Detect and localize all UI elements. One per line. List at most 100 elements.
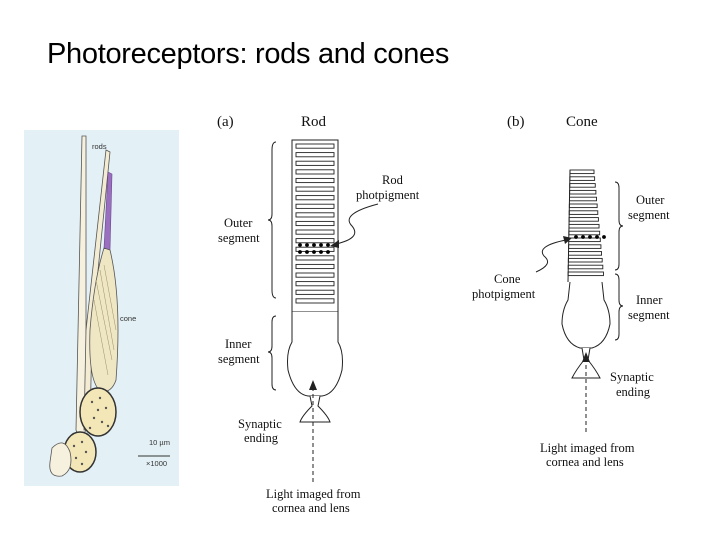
cone-outer-label-2: segment — [628, 208, 670, 222]
rod-outer-segment — [291, 139, 339, 313]
cone-disc — [568, 217, 599, 222]
cone-disc — [569, 176, 596, 181]
cone-pigment-dot — [581, 235, 585, 239]
rod-pigment-dot — [326, 243, 330, 247]
rod-inner-label-1: Inner — [225, 337, 252, 351]
rod-light-label-2: cornea and lens — [272, 501, 350, 515]
rod-pigment-pointer — [335, 203, 379, 245]
cone-pigment-arrowhead — [563, 236, 572, 244]
rod-nucleus-texture — [72, 440, 88, 466]
rod-light-label-1: Light imaged from — [266, 487, 361, 501]
cone-inner-brace — [614, 273, 624, 341]
cone-panel-letter: (b) — [507, 114, 525, 130]
rod-pigment-dot — [298, 250, 302, 254]
photoreceptor-illustration: rods cone 10 µm ×1000 — [24, 130, 179, 486]
rod-disc — [295, 238, 335, 244]
cone-synaptic-label-1: Synaptic — [610, 370, 654, 384]
cone-outer-wall — [567, 169, 571, 283]
slide-title: Photoreceptors: rods and cones — [47, 38, 450, 70]
rod-disc — [295, 169, 335, 175]
cone-inner-label-1: Inner — [636, 293, 663, 307]
rod-inner-brace — [267, 315, 277, 391]
rod-disc — [295, 160, 335, 166]
cone-disc — [567, 264, 604, 270]
cone-striations — [93, 264, 117, 376]
cone-light-label-2: cornea and lens — [546, 455, 624, 469]
cone-photopigment-dots — [574, 235, 606, 239]
cone-nucleus-texture — [88, 396, 110, 430]
cone-synaptic-label-2: ending — [616, 385, 651, 399]
illustration-rods-label: rods — [92, 142, 107, 151]
rod-photopigment-dots — [298, 243, 330, 254]
cone-disc — [569, 183, 596, 188]
cone-disc — [568, 237, 601, 243]
rod-inner-segment — [287, 312, 343, 397]
cone-header: Cone — [566, 114, 598, 130]
rod-synaptic-ending — [299, 395, 331, 423]
illustration-cone-label: cone — [120, 314, 136, 323]
rod-pigment-label-2: photpigment — [356, 188, 420, 202]
rod-disc — [295, 220, 335, 227]
cone-pigment-pointer — [535, 239, 567, 273]
rod-pigment-dot — [312, 243, 316, 247]
synaptic-terminal — [49, 442, 72, 477]
rod-disc — [295, 195, 335, 201]
rod-pigment-dot — [305, 250, 309, 254]
rod-synaptic-label-2: ending — [244, 431, 279, 445]
cone-disc — [569, 196, 597, 202]
cone-outer-label-1: Outer — [636, 193, 665, 207]
cone-disc — [567, 271, 604, 277]
cone-disc — [569, 189, 597, 195]
rod-disc-stack — [295, 143, 335, 304]
rod-pigment-dot — [326, 250, 330, 254]
rod-disc — [295, 272, 335, 278]
rod-disc — [295, 177, 335, 184]
cone-disc — [568, 203, 598, 209]
cone-disc — [568, 210, 599, 215]
rod-pigment-label-1: Rod — [382, 173, 404, 187]
rod-panel-letter: (a) — [217, 114, 234, 130]
rod-disc — [295, 186, 335, 192]
rod-pigment-dot — [305, 243, 309, 247]
cone-synaptic-ending — [571, 347, 601, 379]
rod-disc — [295, 143, 335, 149]
cone-disc — [567, 257, 603, 263]
rod-synaptic-label-1: Synaptic — [238, 417, 282, 431]
cone-pigment-dot — [595, 235, 599, 239]
cone-disc — [568, 244, 602, 249]
rod-disc — [295, 263, 335, 270]
rod-outer-brace — [267, 141, 277, 299]
cone-pigment-dot — [574, 235, 578, 239]
rod-outer-label-1: Outer — [224, 216, 253, 230]
cone-outer-segment — [567, 169, 604, 283]
magnification-label: ×1000 — [146, 459, 167, 468]
rod-pigment-dot — [298, 243, 302, 247]
cone-pigment-label-1: Cone — [494, 272, 521, 286]
rod-disc — [295, 289, 335, 295]
cone-nucleus — [79, 387, 117, 437]
scale-label: 10 µm — [149, 438, 170, 447]
cone-pigment-dot — [588, 235, 592, 239]
rod-disc — [295, 152, 335, 158]
rod-pigment-dot — [319, 250, 323, 254]
cone-disc — [568, 251, 603, 256]
rod-inner-label-2: segment — [218, 352, 260, 366]
rod-outer-label-2: segment — [218, 231, 260, 245]
cone-disc — [568, 230, 601, 236]
cone-disc — [569, 169, 595, 175]
rod-disc — [295, 298, 335, 304]
cone-inner-segment — [561, 281, 611, 349]
cone-outer-brace — [614, 181, 624, 271]
rod-disc — [295, 229, 335, 235]
cone-disc — [568, 223, 600, 229]
cone-pigment-dot — [602, 235, 606, 239]
rod-disc — [295, 281, 335, 287]
rod-light-arrowhead — [309, 380, 317, 390]
rod-pigment-arrowhead — [330, 240, 339, 248]
rod-pigment-dot — [319, 243, 323, 247]
rod-header: Rod — [301, 114, 327, 130]
rod-disc — [295, 212, 335, 218]
rod-disc — [295, 255, 335, 261]
cone-inner-label-2: segment — [628, 308, 670, 322]
